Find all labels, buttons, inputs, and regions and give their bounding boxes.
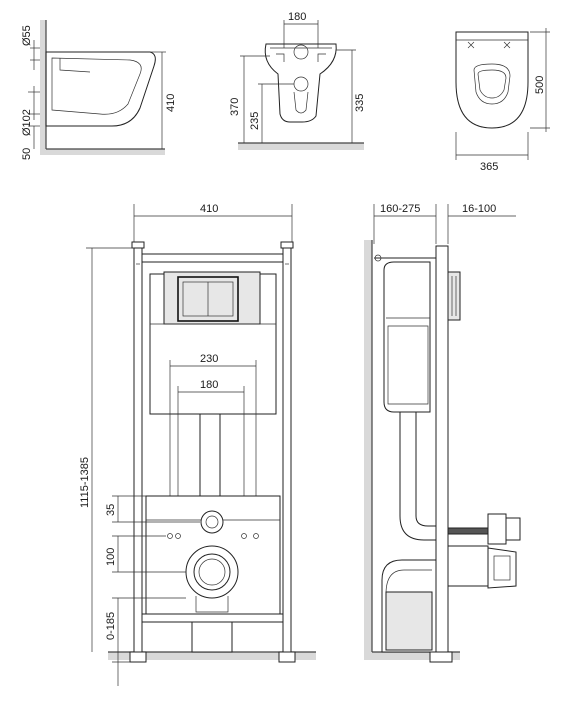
- dim-d0-185: 0-185: [105, 612, 117, 640]
- dim-d100: 100: [105, 548, 117, 566]
- toilet-front-view: 180 370 235 335: [229, 11, 366, 150]
- dim-d335: 335: [354, 94, 366, 112]
- dim-d55: Ø55: [21, 25, 33, 46]
- dim-d50: 50: [21, 148, 33, 160]
- frame-front-view: 410 230 180: [79, 203, 316, 686]
- dim-d500: 500: [534, 76, 546, 94]
- toilet-top-view: 500 365: [455, 28, 550, 173]
- dim-d410-frame: 410: [200, 203, 218, 215]
- dim-d35: 35: [105, 504, 117, 516]
- frame-side-view: 160-275 16-100: [364, 203, 521, 663]
- dim-d370: 370: [229, 98, 241, 116]
- dim-d230: 230: [200, 353, 218, 365]
- dim-d102: Ø102: [21, 109, 33, 136]
- dim-d180-frame: 180: [200, 379, 218, 391]
- dim-d365: 365: [480, 161, 498, 173]
- dim-d235: 235: [249, 112, 261, 130]
- dim-d180-top: 180: [288, 11, 306, 23]
- dim-d1115-1385: 1115-1385: [79, 457, 91, 508]
- toilet-side-view: Ø55 Ø102 50 410: [21, 20, 177, 160]
- dim-d410-side: 410: [165, 94, 177, 112]
- dim-d16-100: 16-100: [462, 203, 496, 215]
- dim-d160-275: 160-275: [380, 203, 420, 215]
